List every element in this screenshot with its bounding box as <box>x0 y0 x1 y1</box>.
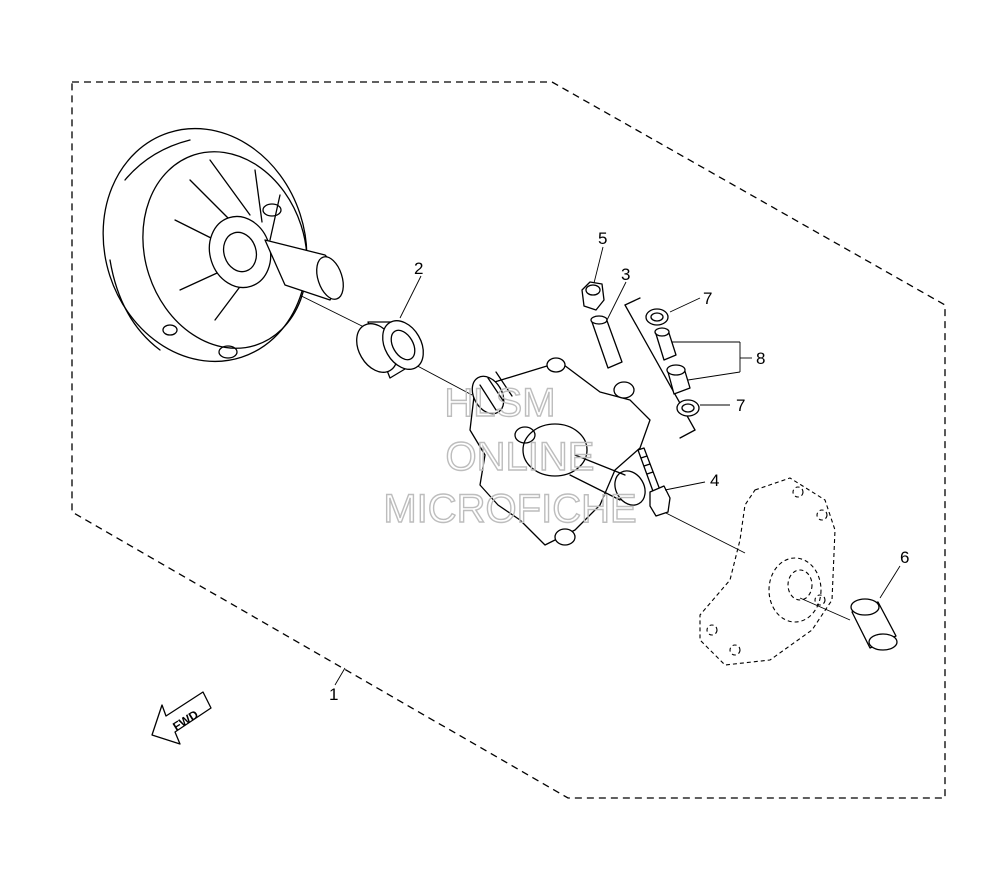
callout-4: 4 <box>710 471 719 490</box>
callout-6: 6 <box>900 548 909 567</box>
watermark-line-3: MICROFICHE <box>383 487 636 531</box>
callout-1: 1 <box>329 685 338 704</box>
part-7-washer-lower <box>676 399 700 417</box>
part-2-seal <box>356 320 424 379</box>
clutch-sheave <box>102 127 344 363</box>
watermark-line-2: ONLINE <box>446 435 595 479</box>
part-4-bolt <box>637 447 671 517</box>
spider-assembly <box>469 357 651 546</box>
callout-5: 5 <box>598 229 607 248</box>
part-8-bushing-small <box>654 327 677 361</box>
part-7-washer-upper <box>645 308 669 326</box>
part-8-bushing-large <box>666 364 691 395</box>
callout-8: 8 <box>756 349 765 368</box>
watermark-line-1: HLSM <box>444 381 555 425</box>
callout-3: 3 <box>621 265 630 284</box>
cover-plate <box>699 477 836 666</box>
part-6-bearing <box>850 598 898 651</box>
callout-7-upper: 7 <box>703 289 712 308</box>
assembly-boundary <box>71 81 946 799</box>
leader-lines <box>334 246 901 686</box>
watermark: HLSM ONLINE MICROFICHE <box>383 380 638 531</box>
fwd-arrow-icon: FWD <box>151 691 212 745</box>
part-5-nut <box>581 281 605 311</box>
part-3-pin <box>590 315 623 369</box>
callout-7-lower: 7 <box>736 396 745 415</box>
callout-2: 2 <box>414 259 423 278</box>
